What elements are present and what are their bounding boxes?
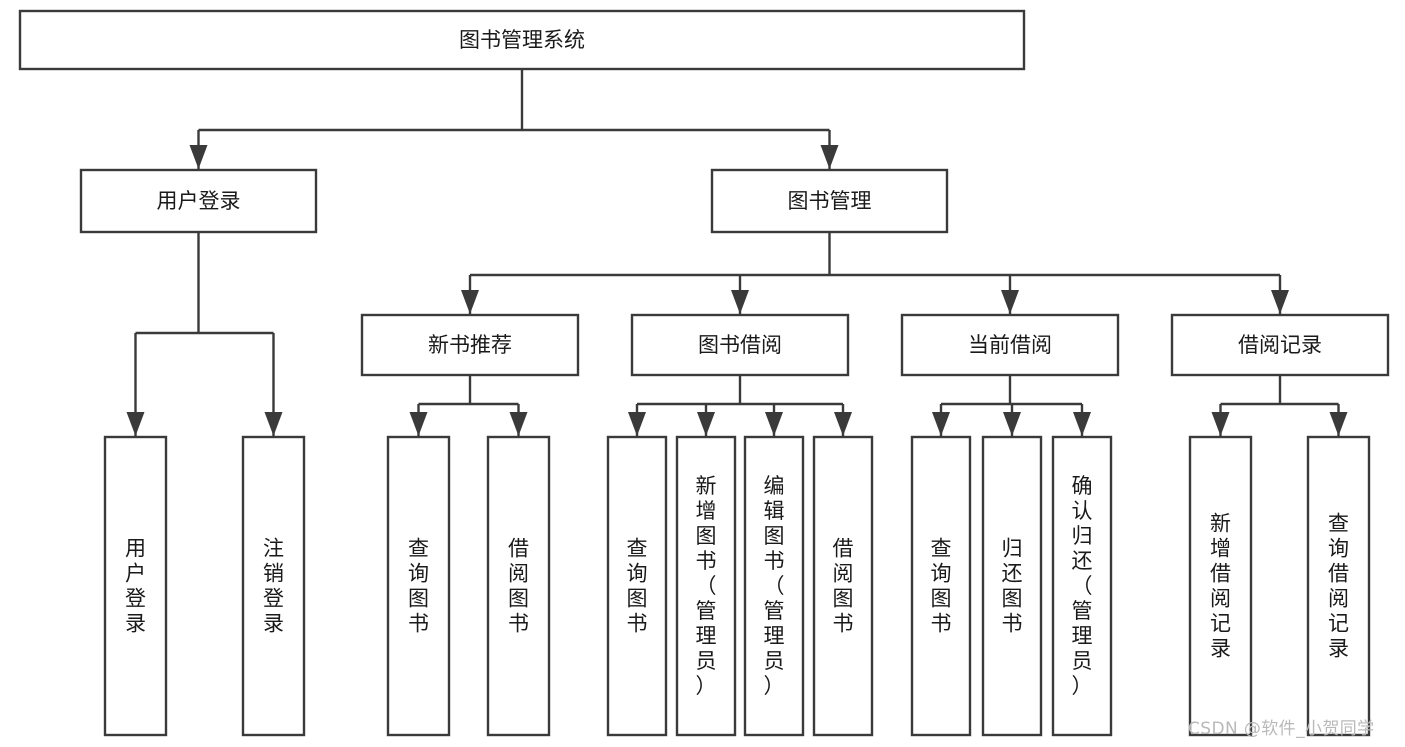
node-box-leaf xyxy=(486,435,551,737)
node-box-level1 xyxy=(710,168,949,234)
node-编辑图书管理员[interactable]: 编辑图书（管理员） xyxy=(743,435,805,737)
arrow-head-icon xyxy=(932,412,950,436)
arrow-head-icon xyxy=(461,290,479,314)
arrow-head-icon xyxy=(1003,412,1021,436)
node-box-leaf xyxy=(981,435,1043,737)
arrow-head-icon xyxy=(509,412,528,436)
node-归还图书[interactable]: 归还图书 xyxy=(981,435,1043,737)
node-box-leaf xyxy=(812,435,874,737)
node-label: 查询图书 xyxy=(627,537,648,636)
node-box-level2 xyxy=(1170,313,1390,377)
node-layer: 图书管理系统用户登录用户登录注销登录图书管理新书推荐查询图书借阅图书图书借阅查询… xyxy=(18,9,1390,737)
node-查询图书[interactable]: 查询图书 xyxy=(910,435,972,737)
node-label: 借阅记录 xyxy=(1238,333,1322,357)
node-label: 用户登录 xyxy=(157,189,241,213)
node-label: 当前借阅 xyxy=(968,333,1052,357)
node-图书管理[interactable]: 图书管理 xyxy=(710,168,949,234)
node-label: 归还图书 xyxy=(1002,537,1023,636)
arrow-head-icon xyxy=(264,412,283,436)
arrow-head-icon xyxy=(1271,290,1289,314)
node-box-level2 xyxy=(900,313,1120,377)
arrow-head-icon xyxy=(189,145,208,169)
arrow-head-icon xyxy=(628,412,646,436)
arrow-head-icon xyxy=(820,145,839,169)
arrow-head-icon xyxy=(126,412,145,436)
connector-layer xyxy=(126,69,1348,436)
node-当前借阅[interactable]: 当前借阅 xyxy=(900,313,1120,377)
node-box-leaf xyxy=(1051,435,1113,737)
node-box-leaf xyxy=(1306,435,1371,737)
node-查询图书[interactable]: 查询图书 xyxy=(606,435,668,737)
node-label: 注销登录 xyxy=(263,537,284,636)
node-新书推荐[interactable]: 新书推荐 xyxy=(360,313,580,377)
node-注销登录[interactable]: 注销登录 xyxy=(241,435,306,737)
node-box-leaf xyxy=(743,435,805,737)
node-label: 新增借阅记录 xyxy=(1210,512,1231,661)
node-label: 编辑图书（管理员） xyxy=(764,474,785,698)
node-label: 新增图书（管理员） xyxy=(696,474,717,698)
node-box-root xyxy=(18,9,1026,71)
arrow-head-icon xyxy=(765,412,783,436)
node-确认归还管理员[interactable]: 确认归还（管理员） xyxy=(1051,435,1113,737)
node-label: 图书借阅 xyxy=(698,333,782,357)
node-label: 确认归还（管理员） xyxy=(1072,474,1093,698)
node-查询图书[interactable]: 查询图书 xyxy=(386,435,451,737)
arrow-head-icon xyxy=(834,412,852,436)
node-box-leaf xyxy=(910,435,972,737)
node-label: 查询图书 xyxy=(408,537,429,636)
node-新增图书管理员[interactable]: 新增图书（管理员） xyxy=(675,435,737,737)
node-借阅图书[interactable]: 借阅图书 xyxy=(486,435,551,737)
arrow-head-icon xyxy=(409,412,428,436)
arrow-head-icon xyxy=(1329,412,1348,436)
node-box-leaf xyxy=(675,435,737,737)
node-图书借阅[interactable]: 图书借阅 xyxy=(630,313,850,377)
node-label: 用户登录 xyxy=(125,537,146,636)
node-用户登录[interactable]: 用户登录 xyxy=(103,435,168,737)
arrow-head-icon xyxy=(1073,412,1091,436)
node-label: 图书管理 xyxy=(788,189,872,213)
node-label: 借阅图书 xyxy=(833,537,854,636)
node-用户登录[interactable]: 用户登录 xyxy=(79,168,318,234)
node-新增借阅记录[interactable]: 新增借阅记录 xyxy=(1188,435,1253,737)
node-label: 新书推荐 xyxy=(428,333,512,357)
arrow-head-icon xyxy=(731,290,749,314)
node-借阅图书[interactable]: 借阅图书 xyxy=(812,435,874,737)
node-借阅记录[interactable]: 借阅记录 xyxy=(1170,313,1390,377)
arrow-head-icon xyxy=(697,412,715,436)
node-box-level2 xyxy=(630,313,850,377)
node-box-leaf xyxy=(241,435,306,737)
node-查询借阅记录[interactable]: 查询借阅记录 xyxy=(1306,435,1371,737)
node-box-leaf xyxy=(386,435,451,737)
node-label: 借阅图书 xyxy=(508,537,529,636)
arrow-head-icon xyxy=(1211,412,1230,436)
node-图书管理系统[interactable]: 图书管理系统 xyxy=(18,9,1026,71)
node-label: 图书管理系统 xyxy=(459,28,585,52)
node-box-leaf xyxy=(103,435,168,737)
csdn-watermark: CSDN @软件_小贺同学 xyxy=(1188,719,1375,739)
node-box-level1 xyxy=(79,168,318,234)
arrow-head-icon xyxy=(1001,290,1019,314)
node-box-leaf xyxy=(1188,435,1253,737)
node-label: 查询图书 xyxy=(931,537,952,636)
node-box-level2 xyxy=(360,313,580,377)
node-label: 查询借阅记录 xyxy=(1328,512,1349,661)
node-box-leaf xyxy=(606,435,668,737)
